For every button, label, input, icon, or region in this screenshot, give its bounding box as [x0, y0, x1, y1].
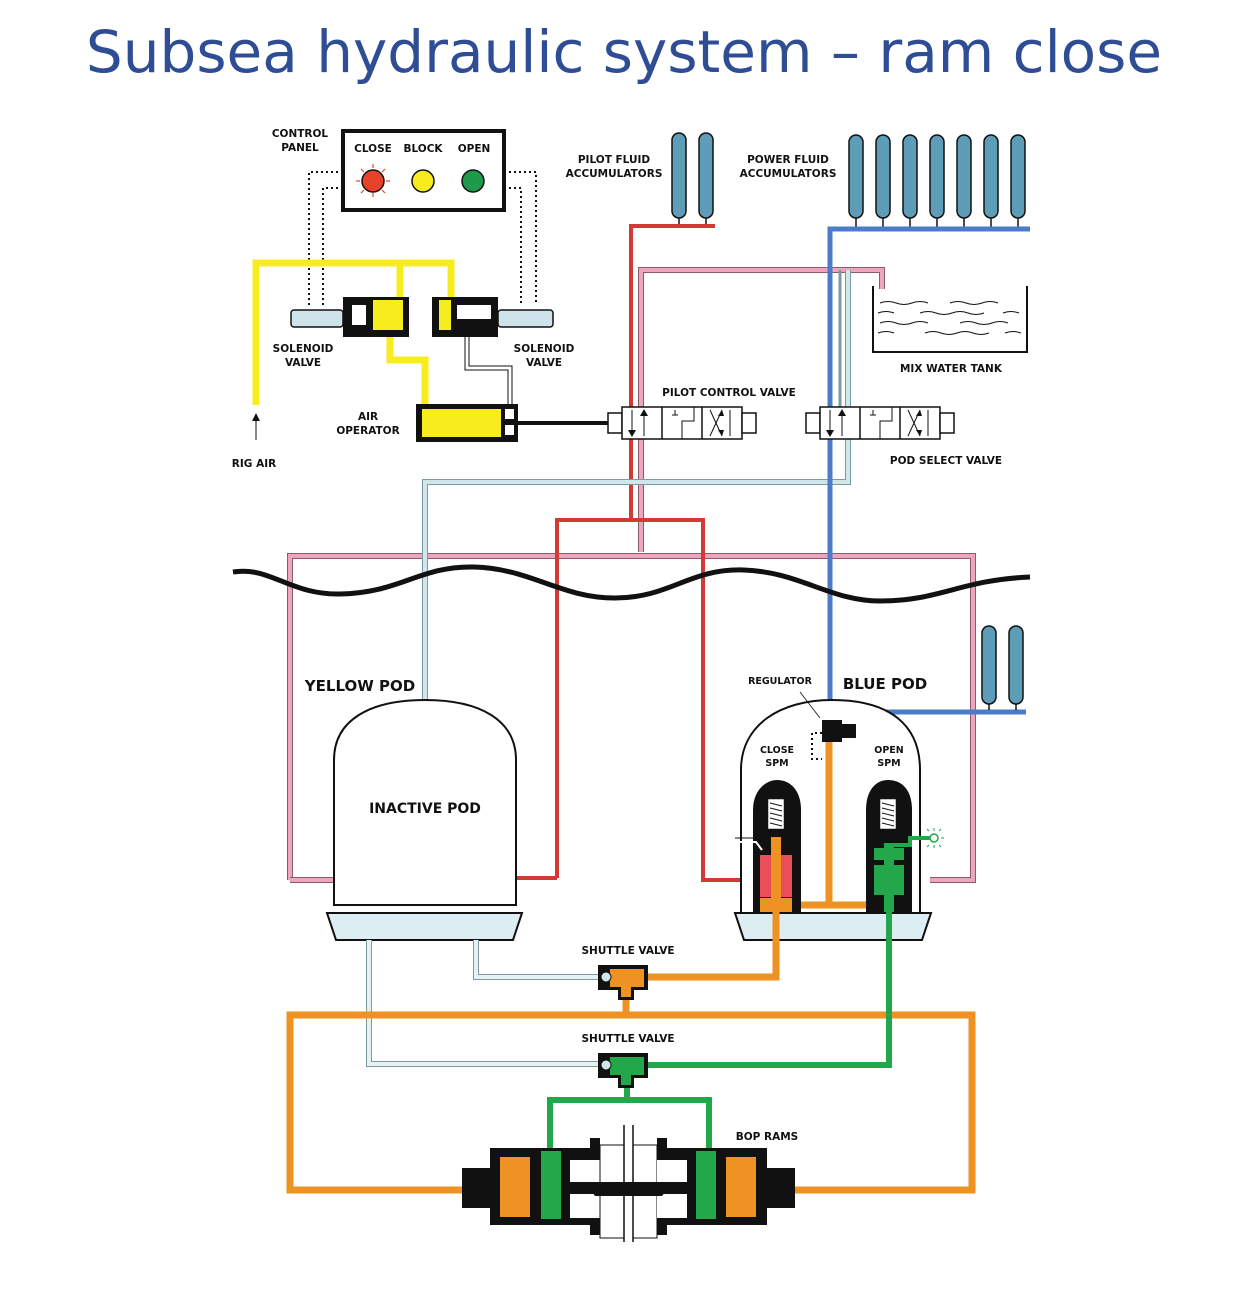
- shuttle-valve-upper: [598, 965, 648, 1000]
- pilot-control-valve-label: PILOT CONTROL VALVE: [662, 387, 796, 399]
- solenoid-left-label-2: VALVE: [285, 357, 321, 369]
- shuttle-valve-lower: [598, 1053, 648, 1088]
- blue-pod-base: [733, 912, 933, 941]
- control-panel-label-2: PANEL: [281, 142, 319, 154]
- close-spm-label-1: CLOSE: [760, 745, 794, 756]
- close-spm: [735, 780, 801, 912]
- solenoid-valve-left: [290, 297, 409, 337]
- rig-air-label: RIG AIR: [232, 458, 276, 470]
- accumulator-bottle: [1008, 625, 1024, 705]
- regulator-pointer: [799, 691, 821, 719]
- accumulator-bottle: [983, 134, 999, 219]
- subsea-accumulators: [981, 625, 1024, 710]
- solenoid-left-label-1: SOLENOID: [273, 343, 334, 355]
- air-operator: [416, 404, 608, 442]
- bop-rams-label: BOP RAMS: [736, 1131, 799, 1143]
- inactive-pod-label: INACTIVE POD: [369, 801, 481, 817]
- power-supply-line: [827, 226, 1030, 720]
- pod-select-valve[interactable]: [805, 406, 955, 440]
- control-wires: [308, 171, 537, 305]
- mix-water-tank: [872, 286, 1028, 353]
- accumulator-bottle: [698, 132, 714, 219]
- accumulator-bottle: [848, 134, 864, 219]
- air-operator-label-1: AIR: [358, 411, 378, 423]
- open-spm-label-1: OPEN: [874, 745, 904, 756]
- mix-water-tank-label: MIX WATER TANK: [900, 363, 1003, 375]
- accumulator-bottle: [956, 134, 972, 219]
- close-button-label: CLOSE: [354, 143, 392, 155]
- pilot-acc-label-2: ACCUMULATORS: [566, 168, 663, 180]
- block-button[interactable]: [411, 169, 435, 193]
- bop-rams: [462, 1125, 795, 1242]
- control-panel-label-1: CONTROL: [272, 128, 329, 140]
- open-line: [547, 912, 892, 1150]
- air-operator-label-2: OPERATOR: [336, 425, 399, 437]
- accumulator-bottle: [929, 134, 945, 219]
- slide-title: Subsea hydraulic system – ram close: [85, 18, 1163, 86]
- pilot-fluid-accumulators: [671, 132, 714, 226]
- yellow-pod: [325, 698, 524, 941]
- accumulator-bottle: [981, 625, 997, 705]
- vent-icon: [924, 828, 944, 848]
- block-button-label: BLOCK: [403, 143, 443, 155]
- yellow-pod-label: YELLOW POD: [304, 677, 415, 695]
- regulator: [822, 720, 842, 742]
- control-panel: CONTROL PANEL CLOSE BLOCK OPEN: [272, 128, 537, 305]
- open-button[interactable]: [461, 169, 485, 193]
- accumulator-bottle: [671, 132, 687, 219]
- solenoid-right-label-1: SOLENOID: [514, 343, 575, 355]
- sea-surface-line: [232, 564, 1031, 604]
- close-button[interactable]: [361, 169, 385, 193]
- regulator-label: REGULATOR: [748, 676, 813, 687]
- power-fluid-accumulators: [848, 134, 1026, 228]
- blue-pod-label: BLUE POD: [843, 675, 927, 693]
- open-button-label: OPEN: [458, 143, 491, 155]
- power-acc-label-2: ACCUMULATORS: [740, 168, 837, 180]
- power-acc-label-1: POWER FLUID: [747, 154, 829, 166]
- pilot-control-valve[interactable]: [607, 406, 757, 440]
- accumulator-bottle: [875, 134, 891, 219]
- close-light-rays-icon: [356, 164, 390, 197]
- solenoid-valve-right: [432, 297, 554, 337]
- open-spm-label-2: SPM: [877, 758, 900, 769]
- shuttle-valve-upper-label: SHUTTLE VALVE: [581, 945, 674, 957]
- accumulator-bottle: [902, 134, 918, 219]
- yellow-pod-outlets: [366, 940, 604, 1067]
- exhaust-air-line: [465, 337, 512, 404]
- open-spm: [866, 780, 930, 912]
- solenoid-right-label-2: VALVE: [526, 357, 562, 369]
- pod-select-pilot-line: [422, 270, 851, 706]
- close-spm-label-2: SPM: [765, 758, 788, 769]
- pilot-acc-label-1: PILOT FLUID: [578, 154, 651, 166]
- shuttle-valve-lower-label: SHUTTLE VALVE: [581, 1033, 674, 1045]
- pod-select-valve-label: POD SELECT VALVE: [890, 455, 1002, 467]
- accumulator-bottle: [1010, 134, 1026, 219]
